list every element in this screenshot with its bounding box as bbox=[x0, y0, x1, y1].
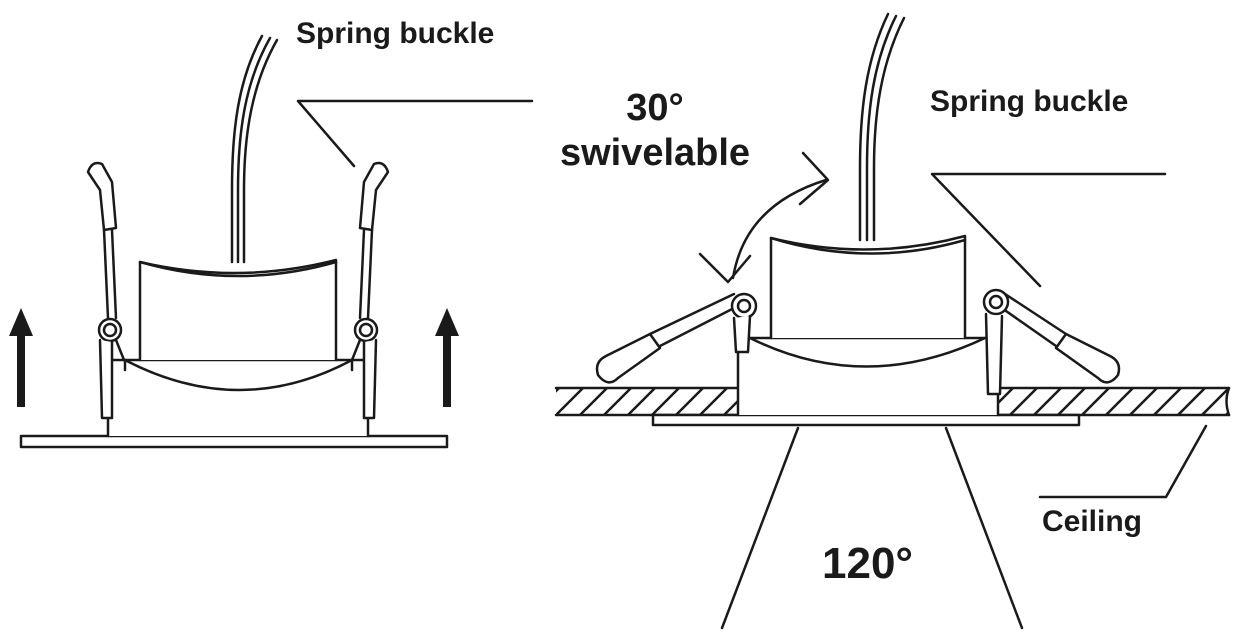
beam-line-left bbox=[720, 426, 800, 630]
right-spring-clip-right bbox=[982, 288, 1121, 396]
right-upper-housing bbox=[769, 234, 967, 340]
right-reflector bbox=[748, 336, 987, 368]
right-spring-leader bbox=[930, 172, 1167, 288]
swivel-text-label: swivelable bbox=[559, 132, 751, 174]
ceiling-label: Ceiling bbox=[1042, 505, 1143, 538]
beam-angle-label: 120° bbox=[822, 539, 914, 588]
spring-buckle-label-right: Spring buckle bbox=[930, 85, 1129, 118]
right-fixture-figure bbox=[554, 12, 1231, 630]
curved-double-arrow-icon bbox=[698, 151, 830, 284]
right-trim-plate bbox=[651, 413, 1081, 427]
left-spring-clip-left bbox=[86, 161, 126, 420]
left-spring-leader bbox=[296, 99, 534, 168]
ceiling-leader bbox=[1038, 424, 1208, 499]
up-arrow-icon bbox=[435, 308, 459, 407]
left-spring-clip-right bbox=[350, 161, 390, 420]
left-cable bbox=[230, 34, 264, 264]
swivel-angle-label: 30° bbox=[626, 87, 684, 129]
swivel-annotation: 30° swivelable bbox=[555, 86, 755, 176]
beam-line-right bbox=[944, 426, 1024, 630]
left-fixture-figure bbox=[19, 34, 534, 449]
right-cable bbox=[858, 12, 890, 242]
left-trim-plate bbox=[19, 434, 449, 449]
left-reflector bbox=[123, 358, 354, 392]
spring-buckle-label-left: Spring buckle bbox=[296, 17, 495, 50]
right-spring-clip-left bbox=[595, 292, 758, 384]
up-arrow-icon bbox=[9, 308, 33, 407]
